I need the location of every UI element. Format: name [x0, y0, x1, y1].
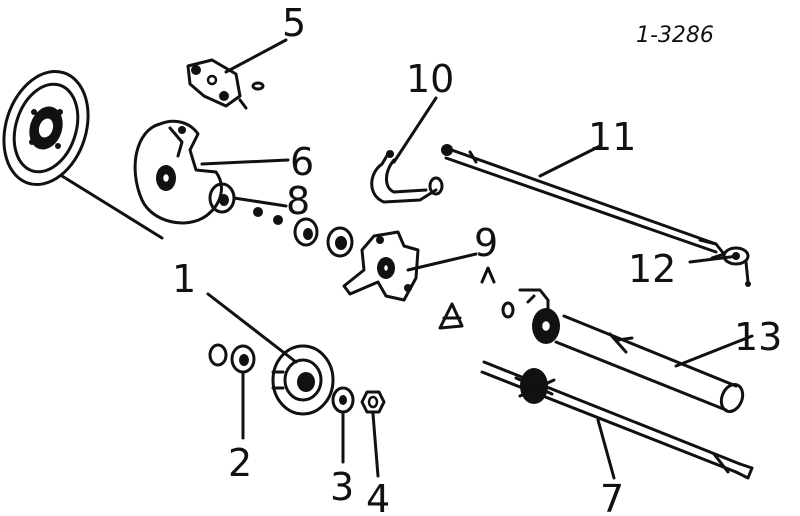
bearing-set [208, 182, 354, 258]
leader-8 [232, 196, 288, 208]
drive-shaft [480, 360, 754, 480]
hub-nut [360, 390, 386, 414]
callout-8: 8 [286, 179, 310, 223]
callout-10: 10 [406, 57, 454, 101]
brake-disc [2, 69, 90, 187]
leader-1b [206, 292, 298, 364]
leader-10 [392, 96, 438, 164]
callout-13: 13 [734, 315, 782, 359]
brake-caliper [186, 58, 265, 110]
splash-shield [133, 119, 223, 225]
leader-11 [538, 144, 602, 178]
callout-5: 5 [282, 1, 306, 45]
outer-bearing [331, 386, 355, 414]
leader-12 [688, 254, 740, 264]
callout-4: 4 [366, 477, 390, 516]
leader-6 [200, 158, 290, 166]
grease-fitting [501, 301, 515, 319]
tie-rod-end [722, 246, 751, 287]
leader-4 [371, 412, 380, 478]
steering-knuckle [342, 230, 420, 302]
leader-13 [674, 334, 754, 368]
callout-11: 11 [588, 115, 636, 159]
dust-boot [438, 302, 464, 330]
callout-1: 1 [172, 257, 196, 301]
callout-6: 6 [290, 140, 314, 184]
cotter-pin [480, 266, 496, 284]
figure-reference: 1-3286 [636, 23, 714, 48]
leader-9 [406, 252, 478, 272]
steering-arm [370, 150, 444, 204]
leader-7 [596, 418, 616, 480]
inner-bearing [208, 343, 256, 374]
wheel-hub [271, 344, 335, 416]
callout-7: 7 [600, 477, 624, 516]
callout-3: 3 [330, 465, 354, 509]
callout-9: 9 [474, 221, 498, 265]
callout-12: 12 [628, 247, 676, 291]
strut-assembly [518, 288, 745, 414]
tie-rod [441, 144, 726, 260]
callout-2: 2 [228, 441, 252, 485]
leader-lines [60, 38, 754, 480]
leader-5 [224, 38, 288, 74]
leader-1a [60, 174, 164, 240]
